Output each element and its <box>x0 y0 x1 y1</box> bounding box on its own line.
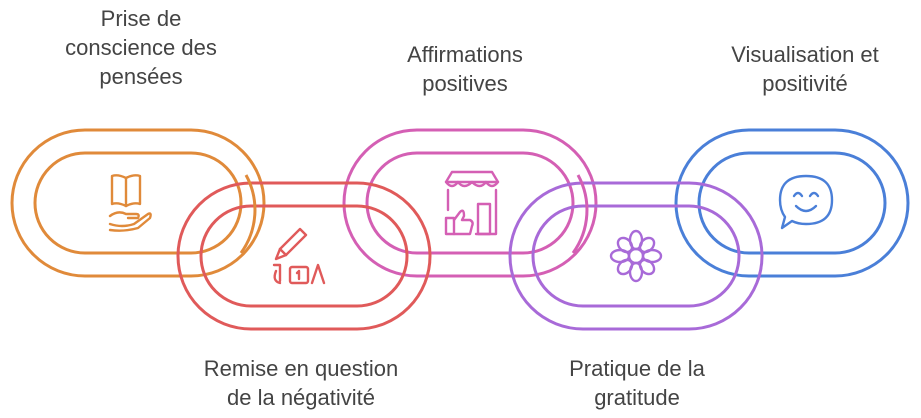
open-book-in-hand-icon <box>108 174 152 232</box>
label-step-4: Pratique de la gratitude <box>569 356 705 410</box>
pen-and-calendar-icon <box>272 227 326 285</box>
interlock-1-over-2 <box>239 174 257 254</box>
chain-link-1 <box>10 128 266 278</box>
chain-link-4 <box>508 181 764 331</box>
label-step-5: Visualisation et positivité <box>731 42 879 96</box>
label-step-1: Prise de conscience des pensées <box>65 6 217 89</box>
label-step-3: Affirmations positives <box>407 42 523 96</box>
interlock-3-over-4 <box>571 174 589 254</box>
chain-link-5 <box>674 128 910 278</box>
storefront-thumbs-up-icon <box>444 170 500 236</box>
flower-icon <box>609 229 663 283</box>
label-step-2: Remise en question de la négativité <box>203 356 399 410</box>
smiling-speech-bubble-icon <box>778 174 834 230</box>
chain-link-3 <box>342 128 598 278</box>
chain-link-2 <box>176 181 432 331</box>
